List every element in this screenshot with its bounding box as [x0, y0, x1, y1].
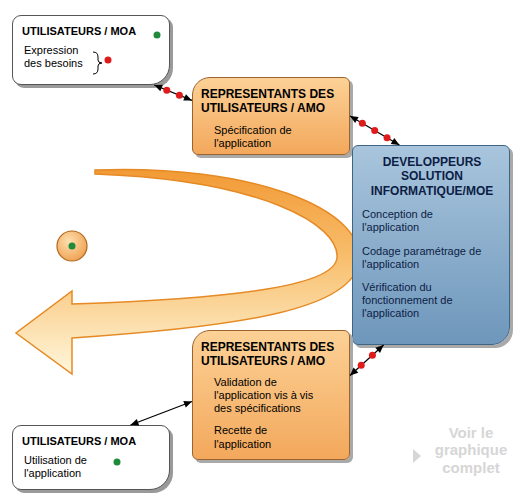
process-box: REPRESENTANTS DES UTILISATEURS / AMO Vali…: [192, 330, 350, 460]
box-text: Conception de l'application: [362, 208, 472, 234]
red-dot: [358, 362, 365, 369]
red-dot: [371, 127, 378, 134]
box-text: Codage paramétrage de l'application: [362, 245, 487, 271]
box-text: Utilisation de l'application: [24, 454, 108, 480]
arrow-head: [183, 401, 192, 408]
box-text: Validation de l'application vis à vis de…: [214, 376, 334, 416]
actor-box: UTILISATEURS / MOA Expression des besoins: [12, 15, 170, 85]
red-dot: [359, 120, 366, 127]
red-dot: [369, 352, 376, 359]
red-dot: [163, 87, 170, 94]
arrow-head: [350, 368, 358, 376]
process-box: DEVELOPPEURS SOLUTION INFORMATIQUE/MOE Co…: [352, 145, 510, 345]
connector-line: [350, 345, 384, 376]
box-heading: REPRESENTANTS DES UTILISATEURS / AMO: [201, 87, 336, 116]
arrow-head: [375, 345, 383, 353]
box-heading: UTILISATEURS / MOA: [22, 25, 161, 38]
watermark-text: Voir le graphique complet: [428, 424, 514, 476]
arrow-head: [154, 85, 163, 91]
arrow-head: [391, 138, 400, 145]
arrow-head: [350, 116, 359, 123]
watermark-triangle: [413, 449, 421, 463]
box-heading: UTILISATEURS / MOA: [22, 435, 161, 448]
box-heading: REPRESENTANTS DES UTILISATEURS / AMO: [201, 340, 336, 369]
green-dot: [69, 243, 76, 250]
box-text: Vérification du fonctionnement de l'appl…: [362, 281, 487, 321]
double-arrow-connector: [350, 345, 384, 376]
box-text: Expression des besoins: [24, 44, 98, 70]
red-dot: [176, 92, 183, 99]
orange-ball: [57, 231, 87, 261]
actor-box: UTILISATEURS / MOA Utilisation de l'appli…: [12, 425, 170, 490]
box-text: Recette de l'application: [214, 424, 324, 450]
connector-line: [350, 116, 399, 145]
cycle-arrow: [16, 169, 359, 374]
process-box: REPRESENTANTS DES UTILISATEURS / AMO Spéc…: [192, 77, 350, 155]
box-heading: DEVELOPPEURS SOLUTION INFORMATIQUE/MOE: [362, 155, 502, 198]
connector-line: [131, 402, 193, 426]
box-text: Spécification de l'application: [214, 124, 324, 150]
double-arrow-connector: [131, 401, 193, 425]
double-arrow-connector: [154, 85, 192, 101]
red-dot: [384, 134, 391, 141]
arrow-head: [183, 94, 192, 100]
double-arrow-connector: [350, 116, 399, 145]
connector-line: [154, 85, 192, 100]
